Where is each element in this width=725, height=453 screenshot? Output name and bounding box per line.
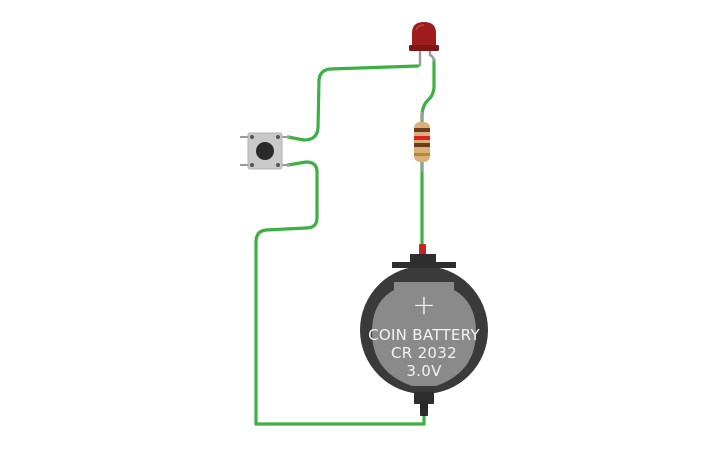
resistor[interactable] [414,112,430,172]
battery-negative-terminal[interactable] [420,402,428,416]
battery-label-line2: CR 2032 [391,344,457,362]
battery-label-line3: 3.0V [406,362,442,380]
battery-label-line1: COIN BATTERY [368,326,480,344]
button-cap[interactable] [256,142,274,160]
led-body [412,22,436,48]
battery-positive-terminal[interactable] [419,244,426,256]
battery-face [372,282,476,386]
coin-battery[interactable]: + COIN BATTERY CR 2032 3.0V [360,244,488,416]
wire-led-to-button[interactable] [286,64,420,142]
push-button[interactable] [240,132,290,170]
wire-led-to-resistor[interactable] [420,58,436,124]
battery-plus-symbol: + [412,288,435,321]
led-rim [409,45,439,51]
wires [254,58,436,426]
led[interactable] [409,22,439,66]
wire-button-to-battery[interactable] [254,160,426,426]
